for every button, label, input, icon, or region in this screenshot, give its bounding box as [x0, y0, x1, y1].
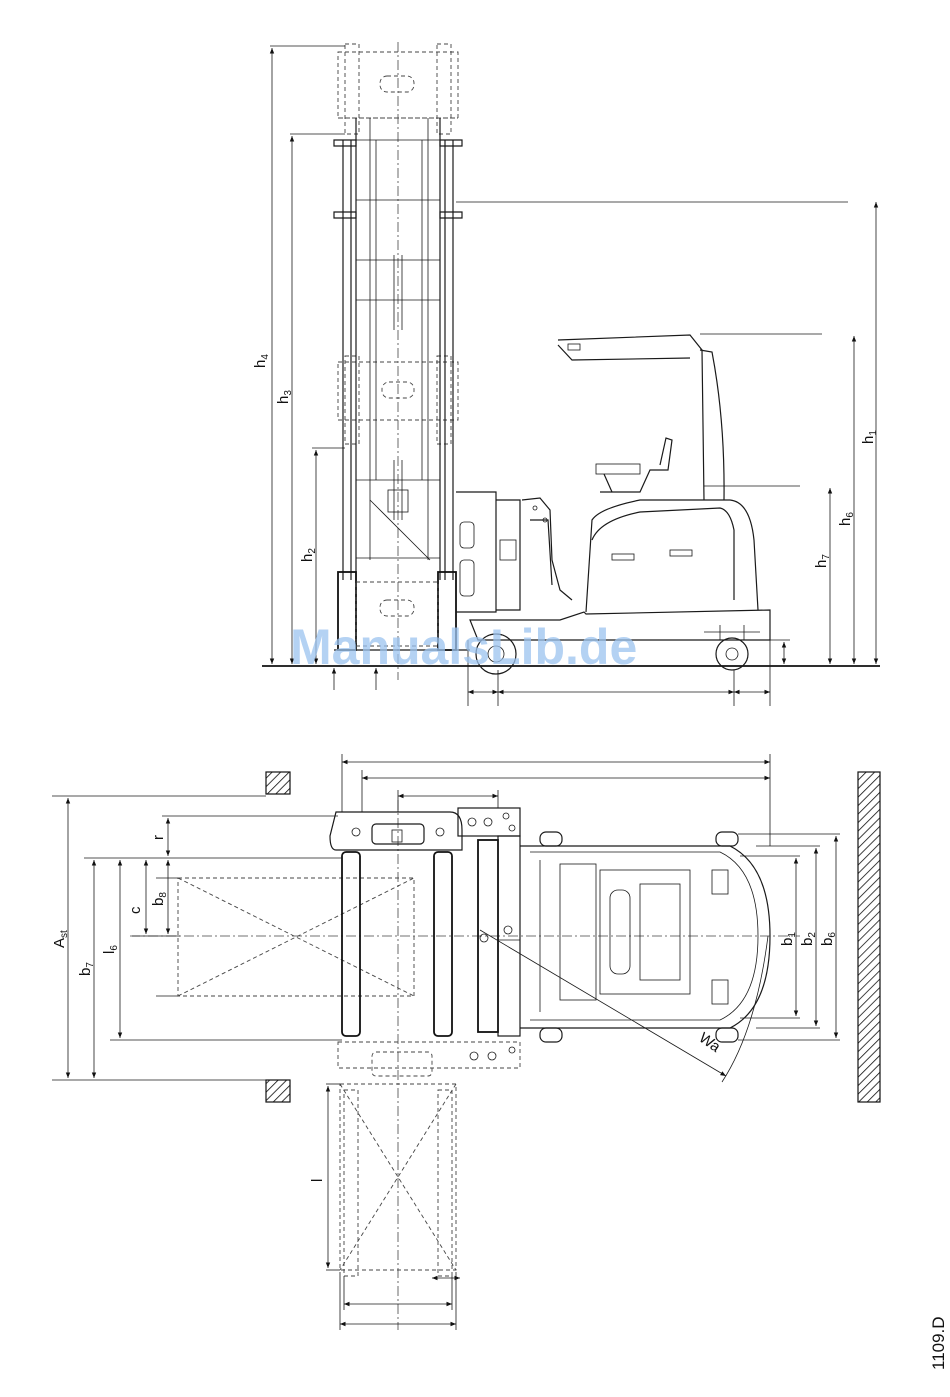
- label-b1: b1: [779, 932, 798, 946]
- drawing-code: 1109.D: [929, 1316, 948, 1370]
- label-h4: h4: [252, 354, 271, 368]
- rack-top: [266, 772, 290, 794]
- label-b6: b6: [819, 932, 838, 946]
- label-r: r: [150, 835, 167, 840]
- label-b8: b8: [150, 892, 169, 906]
- label-h6: h6: [837, 512, 856, 526]
- label-wa: Wa: [696, 1029, 724, 1056]
- watermark: ManualsLib.de: [290, 619, 637, 675]
- forks: [330, 812, 462, 1036]
- chassis-top: [520, 832, 770, 1042]
- label-l6: l6: [101, 945, 120, 954]
- label-h1: h1: [860, 430, 879, 444]
- label-h2: h2: [299, 548, 318, 562]
- pallet-left: [156, 878, 414, 996]
- label-l: l: [309, 1179, 326, 1182]
- wall-right: [858, 772, 880, 1102]
- label-ast: Ast: [51, 930, 70, 948]
- top-view: Ast b7 l6 c b8 r b1 b2 b6 Wa l: [51, 754, 880, 1330]
- side-view: h4 h3 h2 h1 h6 h7: [252, 42, 880, 706]
- retracted-carriage: [338, 1042, 520, 1076]
- label-b2: b2: [799, 932, 818, 946]
- label-c: c: [127, 906, 144, 914]
- label-h3: h3: [275, 390, 294, 404]
- reach-carriage: [458, 808, 520, 1036]
- label-h7: h7: [813, 554, 832, 568]
- label-b7: b7: [77, 962, 96, 976]
- rack-bottom: [266, 1080, 290, 1102]
